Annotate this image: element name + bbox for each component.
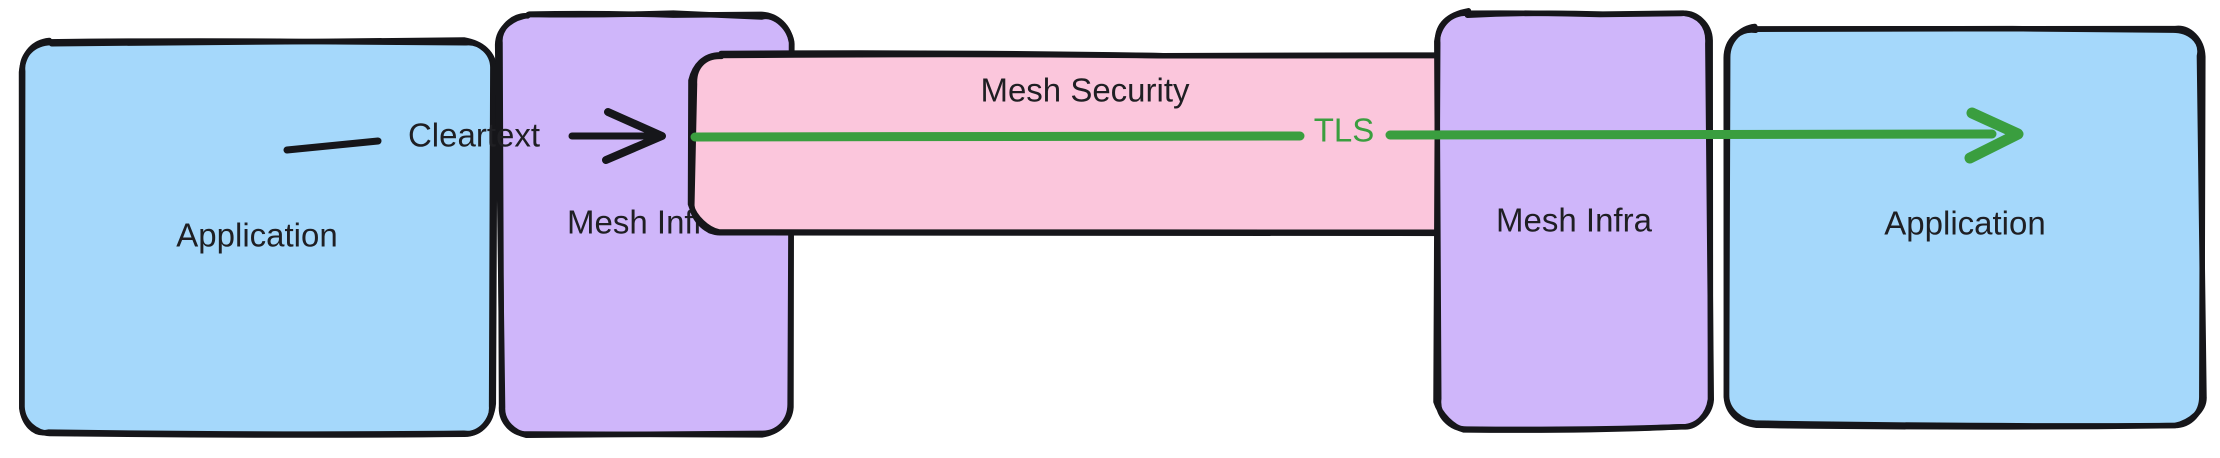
node-outline-pass2-app-right <box>1723 23 2206 429</box>
cleartext-arrowhead-icon <box>602 108 666 164</box>
cleartext-line-left-segment <box>283 137 382 154</box>
edge-cleartext[interactable]: Cleartext <box>283 108 666 164</box>
node-mesh-security[interactable]: Mesh Security <box>687 50 1483 237</box>
edge-label-tls: TLS <box>1314 112 1375 149</box>
node-label-mesh-security: Mesh Security <box>980 72 1190 109</box>
node-outline-pass2-mesh-infra-left <box>497 10 795 438</box>
tls-line-right-segment <box>1385 129 1997 140</box>
tls-line-left-segment <box>690 131 1305 142</box>
node-label-mesh-infra-right: Mesh Infra <box>1496 202 1653 239</box>
node-application-left[interactable]: Application <box>18 37 498 438</box>
edge-label-cleartext: Cleartext <box>408 117 540 154</box>
node-mesh-infra-right[interactable]: Mesh Infra <box>1433 8 1714 433</box>
node-label-application-right: Application <box>1884 205 2045 242</box>
node-fill-app-right <box>1728 28 2202 424</box>
node-application-right[interactable]: Application <box>1723 23 2207 430</box>
node-fill-mesh-infra-right <box>1438 13 1710 428</box>
node-outline-pass2-mesh-security <box>689 51 1481 237</box>
node-label-application-left: Application <box>176 217 337 254</box>
node-fill-mesh-security <box>693 55 1478 232</box>
edge-tls[interactable]: TLS <box>690 107 2024 164</box>
node-outline-pass2-app-left <box>19 38 496 438</box>
tls-arrowhead-icon <box>1964 107 2024 164</box>
node-outline-pass2-mesh-infra-right <box>1434 10 1714 433</box>
